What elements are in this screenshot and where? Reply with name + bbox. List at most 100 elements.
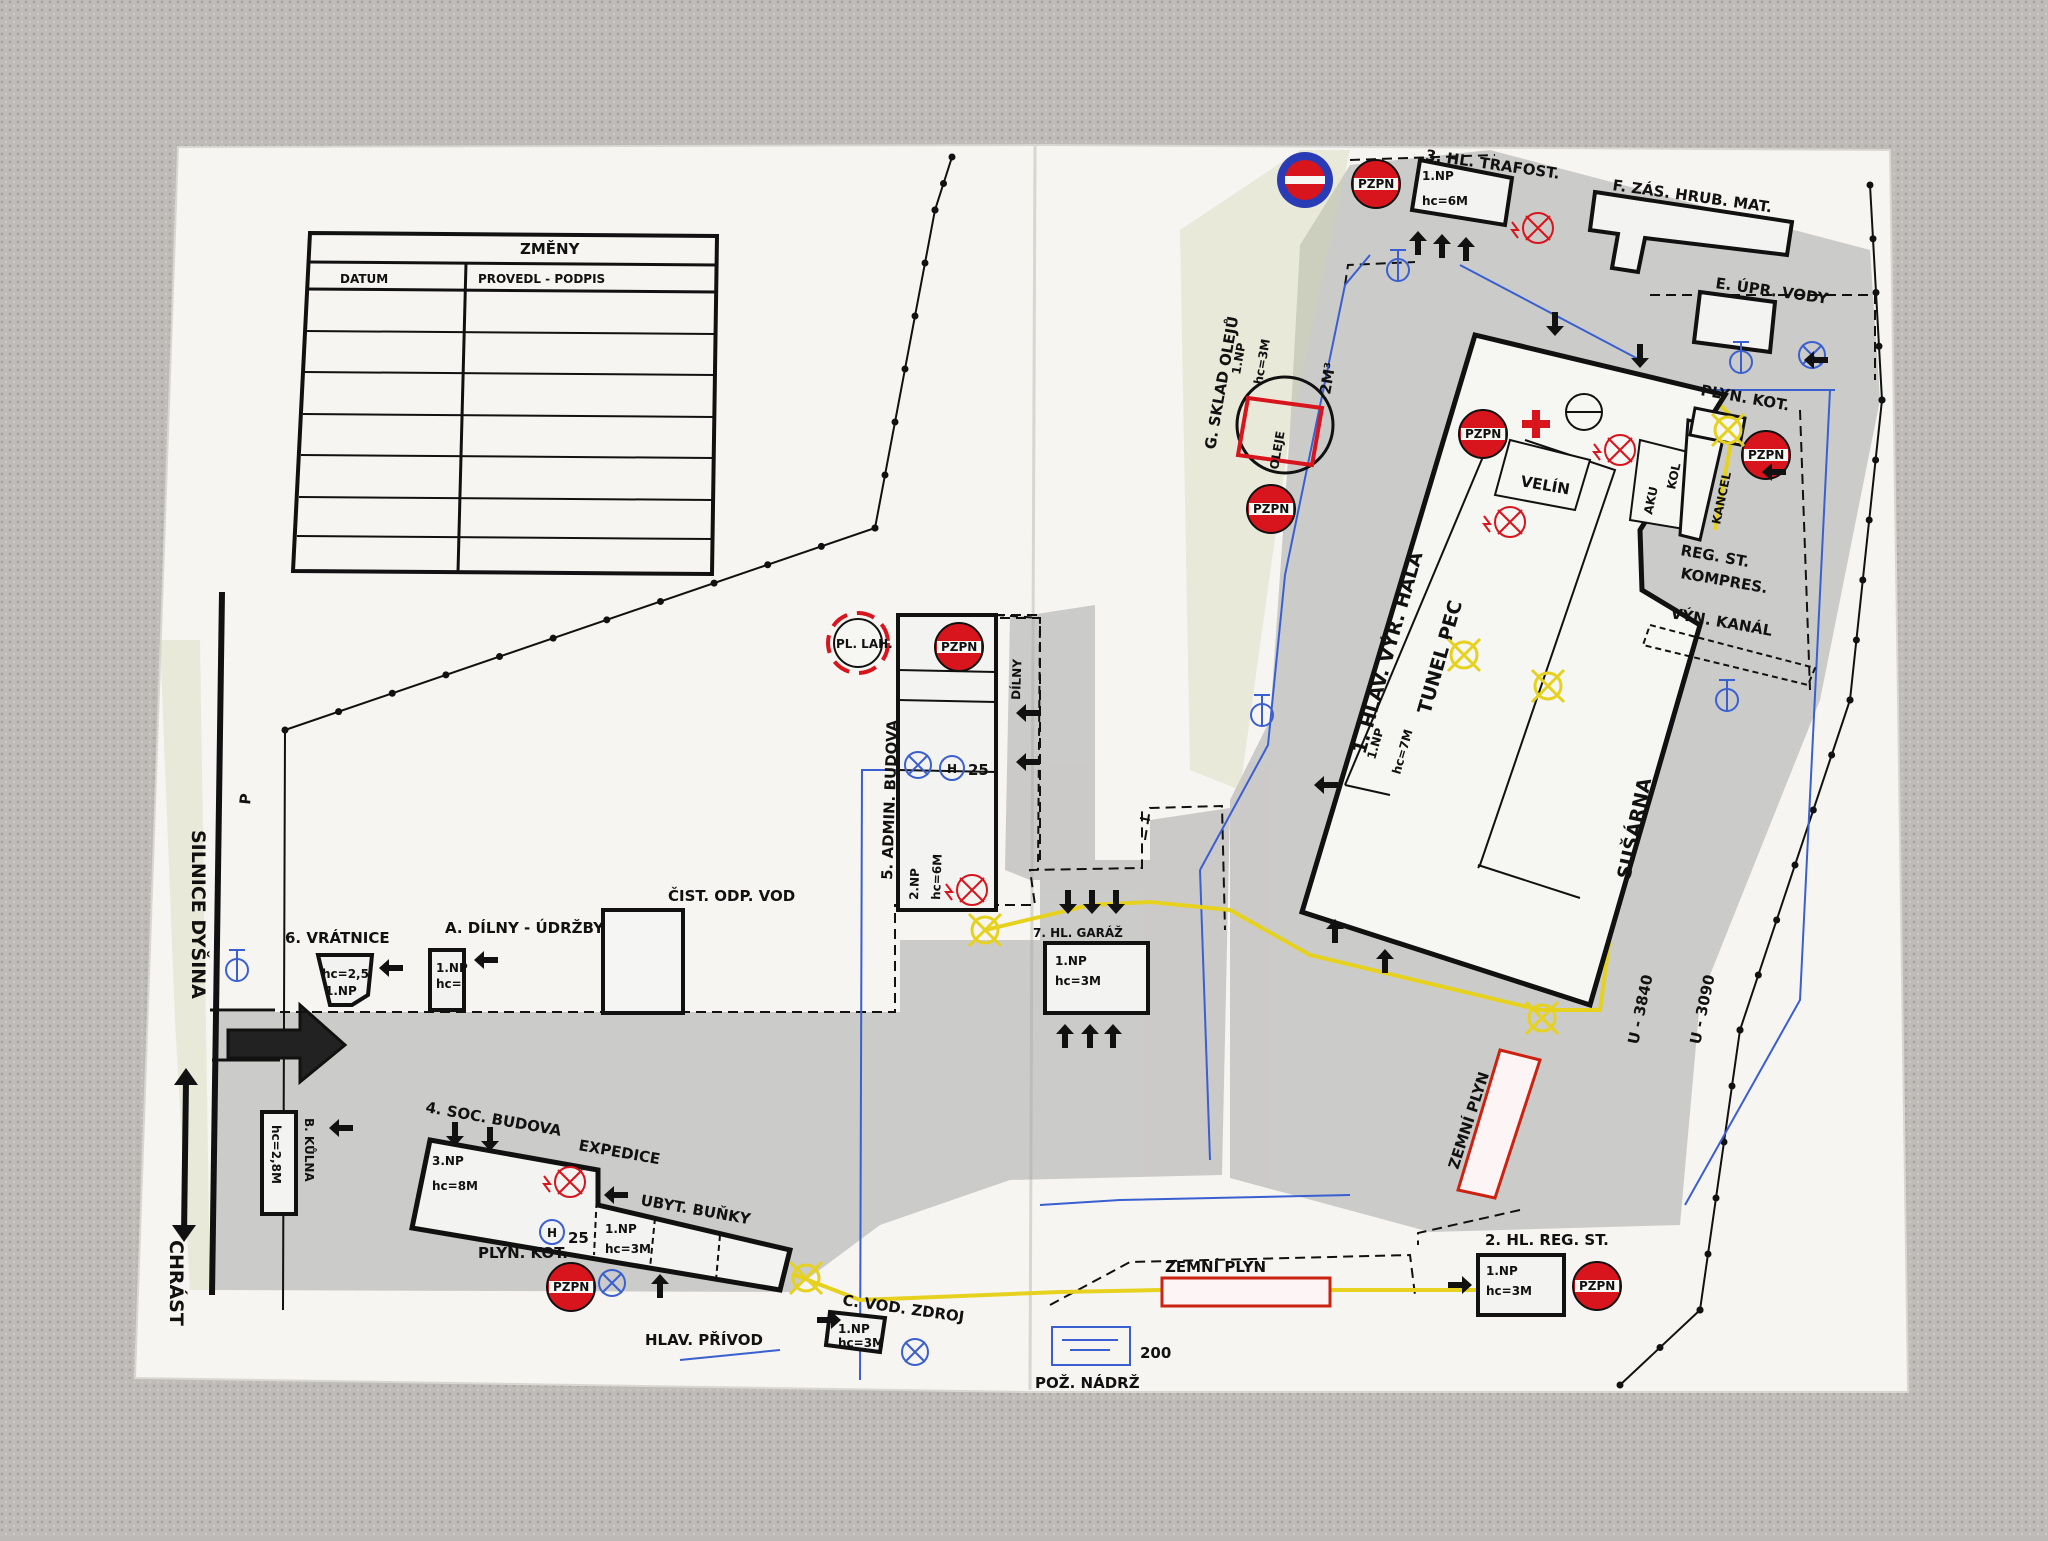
aku-label: AKU [1641,485,1661,515]
gas-valve-icon [1710,412,1746,448]
fence-post [1712,1194,1720,1202]
fence-post [1866,181,1874,189]
entry-arrow-icon [1016,704,1040,722]
fence-post [496,653,504,661]
building-kulna: hc=2,8M B. KŮLNA [260,1110,317,1216]
entry-arrow-icon [1059,890,1077,914]
changes-table: ZMĚNY DATUM PROVEDL - PODPIS [290,230,720,577]
road: SILNICE DYŠINA CHRÁST P [165,591,280,1326]
road-double-arrow-icon [181,1079,189,1236]
vratnice-title: 6. VRÁTNICE [285,928,390,947]
building-dilny-udrzby: 1.NP hc= A. DÍLNY - ÚDRŽBY [428,918,605,1012]
kulna-title: B. KŮLNA [302,1118,317,1182]
admin-floors: 2.NP [907,868,922,900]
entry-arrow-icon [1016,753,1040,771]
fence-post [1846,696,1854,704]
entry-arrow-icon [1326,919,1344,943]
entry-arrow-icon [481,1127,499,1151]
h-marker-icon: H [939,755,965,781]
vod-zdroj-height: hc=3M [838,1336,884,1350]
pl-lah-marker-icon: PL. LAH. [826,611,893,675]
fence-post [442,671,450,679]
building-hl-reg-st: 1.NP hc=3M 2. HL. REG. ST. [1476,1231,1609,1317]
water-valve-icon [598,1269,626,1297]
gas-pipe-bottom: ZEMNÍ PLYN [1160,1257,1332,1308]
entry-arrow-icon [604,1186,628,1204]
fence-post [1828,751,1836,759]
plyn-kot-left-label: PLYN. KOT. [478,1244,568,1262]
admin-height: hc=6M [929,854,945,900]
entry-arrow-icon [379,959,403,977]
hydrant-icon [1386,249,1410,282]
electric-hazard-icon [1482,506,1526,538]
sklad-oleju-olej: OLEJE [1267,430,1288,471]
no-entry-icon [1277,152,1333,208]
changes-col-author: PROVEDL - PODPIS [478,272,605,286]
electric-hazards [542,212,1636,1198]
fence-post [1865,516,1873,524]
fence-posts [281,153,1886,1389]
hl-reg-title: 2. HL. REG. ST. [1485,1231,1609,1249]
fence-post [603,616,611,624]
fence-post [1809,806,1817,814]
hydrant-icon [1715,679,1739,712]
hlavni-privod-label: HLAV. PŘÍVOD [645,1330,763,1349]
garaz-height: hc=3M [1055,974,1101,988]
gas-valve-icon [967,912,1003,948]
electric-hazard-icon [1510,212,1554,244]
fence-post [1859,576,1867,584]
gas-valves [788,412,1746,1296]
entry-arrow-icon [1376,949,1394,973]
entry-arrow-icon [651,1274,669,1298]
sklad-oleju-volume: 2M³ [1316,361,1339,396]
pl-lah-label: PL. LAH. [836,637,893,651]
hydrants [225,249,1753,982]
trafost-floors: 1.NP [1422,169,1454,183]
gas-valve-icon [788,1260,824,1296]
entry-arrow-icon [329,1119,353,1137]
first-aid-icon [1522,393,1603,438]
gas-valve-icon [1524,1000,1560,1036]
changes-table-title: ZMĚNY [520,239,581,258]
fence-post [1878,396,1886,404]
sklad-oleju-floors: 1.NP [1229,342,1248,376]
fence-post [940,180,947,187]
fence-post [656,597,664,605]
fence-post [871,524,879,532]
water-valve-icon [904,751,932,779]
garaz-title: 7. HL. GARÁŽ [1033,925,1123,940]
fence-post [1869,235,1877,243]
h-marker-admin-label: H [947,762,957,776]
entry-arrow-icon [1083,890,1101,914]
pzpn-label: PZPN [1579,1279,1615,1293]
zemni-plyn-bottom-label: ZEMNÍ PLYN [1165,1257,1266,1276]
road-parking-label: P [236,793,255,806]
entry-arrow-icon [1631,344,1649,368]
cist-odp-vod-title: ČIST. ODP. VOD [668,886,795,905]
ubyt-height: hc=3M [605,1242,651,1256]
pzpn-label: PZPN [553,1280,589,1294]
admin-title: 5. ADMIN. BUDOVA [878,719,902,880]
dilny-udrzby-title: A. DÍLNY - ÚDRŽBY [445,918,605,937]
building-vratnice: hc=2,5 1.NP 6. VRÁTNICE [285,928,390,1007]
dashed-zones [280,154,1876,1306]
fence-post [881,471,889,479]
pzpn-marker-icon: PZPN [1246,484,1296,534]
entry-arrow-icon [446,1122,464,1146]
admin-dilny: DÍLNY [1008,658,1024,700]
soc-h-label: 25 [568,1229,589,1247]
fence-post [921,259,929,267]
garaz-floors: 1.NP [1055,954,1087,968]
hydrant-icon [1729,341,1753,374]
dilny-udrzby-info1: 1.NP [436,961,468,975]
entry-arrow-icon [1762,463,1786,481]
vratnice-info1: hc=2,5 [322,967,369,981]
kulna-info: hc=2,8M [269,1125,283,1184]
entry-arrow-icon [1546,312,1564,336]
fence-post [1773,916,1781,924]
hydrant-icon [225,949,249,982]
soc-floors: 3.NP [432,1154,464,1168]
fence-post [817,542,825,550]
pzpn-label: PZPN [1358,177,1394,191]
entry-arrow-icon [1804,351,1828,369]
